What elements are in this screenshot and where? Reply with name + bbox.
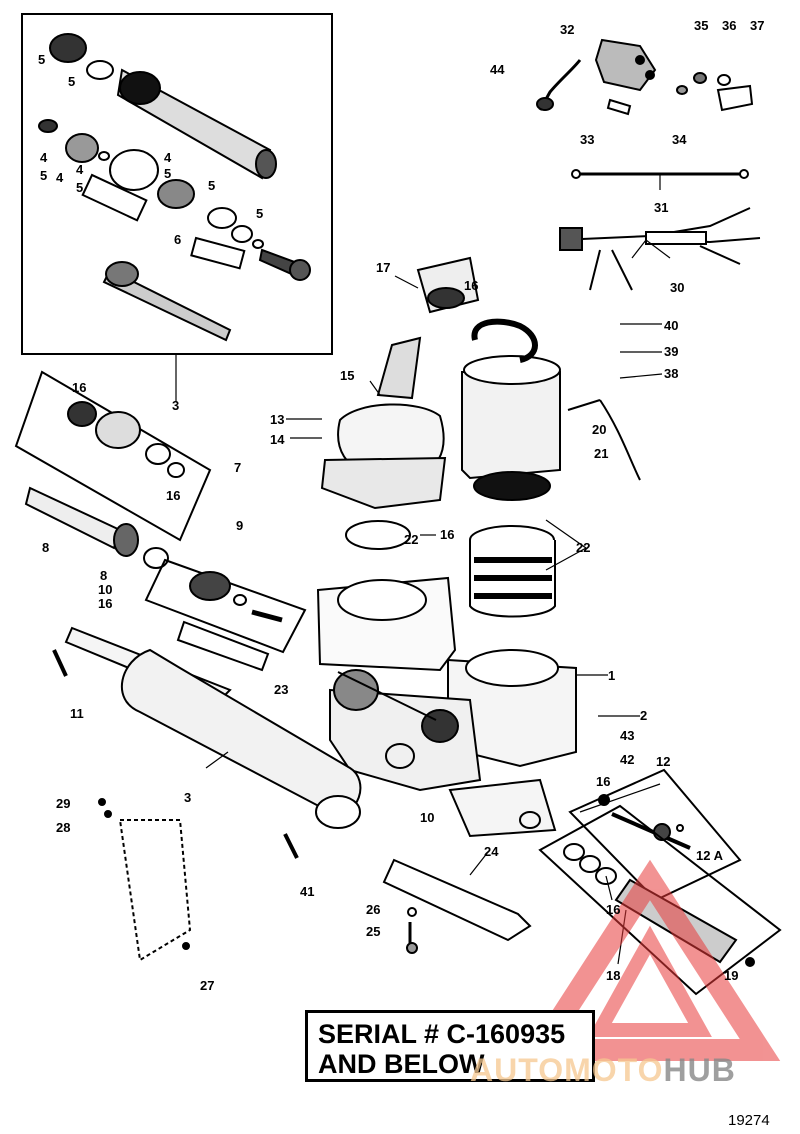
watermark-part-2: MOTO [564, 1052, 664, 1088]
callout: 5 [68, 74, 75, 89]
callout: 27 [200, 978, 214, 993]
callout-labels: 1 2 3 3 4 4 4 4 5 5 5 5 5 5 5 6 7 8 8 9 … [38, 18, 764, 993]
figure-number: 19274 [728, 1112, 770, 1129]
callout: 10 [98, 582, 112, 597]
callout: 41 [300, 884, 314, 899]
callout: 8 [100, 568, 107, 583]
callout: 8 [42, 540, 49, 555]
callout: 30 [670, 280, 684, 295]
callout: 19 [724, 968, 738, 983]
callout: 23 [274, 682, 288, 697]
callout: 33 [580, 132, 594, 147]
callout: 31 [654, 200, 668, 215]
callout: 21 [594, 446, 608, 461]
callout: 29 [56, 796, 70, 811]
serial-line-2: AND BELOW [318, 1049, 485, 1079]
callout: 3 [184, 790, 191, 805]
solenoid-and-harness-group [536, 38, 761, 291]
callout: 22 [404, 532, 418, 547]
callout: 4 [76, 162, 84, 177]
serial-line-1: SERIAL # C-160935 [318, 1019, 566, 1049]
watermark-part-3: HUB [663, 1052, 736, 1088]
callout: 16 [606, 902, 620, 917]
callout: 6 [174, 232, 181, 247]
callout: 5 [164, 166, 171, 181]
trim-cylinder-assembly [14, 370, 362, 962]
callout: 1 [608, 668, 615, 683]
callout: 15 [340, 368, 354, 383]
callout: 5 [38, 52, 45, 67]
callout: 34 [672, 132, 687, 147]
callout: 12 [656, 754, 670, 769]
callout: 39 [664, 344, 678, 359]
callout: 11 [70, 706, 84, 721]
callout: 17 [376, 260, 390, 275]
callout: 26 [366, 902, 380, 917]
callout: 16 [72, 380, 86, 395]
callout: 24 [484, 844, 499, 859]
pump-manifold-assembly [316, 256, 641, 838]
callout: 18 [606, 968, 620, 983]
callout: 13 [270, 412, 284, 427]
callout: 14 [270, 432, 285, 447]
callout: 40 [664, 318, 678, 333]
callout: 25 [366, 924, 380, 939]
watermark-part-1: AUTO [470, 1052, 565, 1088]
callout: 4 [40, 150, 48, 165]
leader-lines [175, 174, 671, 965]
callout: 42 [620, 752, 634, 767]
callout: 3 [172, 398, 179, 413]
callout: 44 [490, 62, 505, 77]
callout: 16 [596, 774, 610, 789]
callout: 10 [420, 810, 434, 825]
callout: 5 [208, 178, 215, 193]
callout: 38 [664, 366, 678, 381]
callout: 36 [722, 18, 736, 33]
callout: 22 [576, 540, 590, 555]
callout: 16 [440, 527, 454, 542]
callout: 16 [464, 278, 478, 293]
callout: 20 [592, 422, 606, 437]
callout: 16 [166, 488, 180, 503]
callout: 2 [640, 708, 647, 723]
callout: 5 [256, 206, 263, 221]
callout: 28 [56, 820, 70, 835]
serial-number-box: SERIAL # C-160935 AND BELOW [305, 1010, 595, 1082]
trim-cylinder-inset [21, 13, 333, 355]
callout: 43 [620, 728, 634, 743]
callout: 12 A [696, 848, 724, 863]
callout: 32 [560, 22, 574, 37]
watermark-logo [519, 859, 781, 1061]
callout: 37 [750, 18, 764, 33]
callout: 5 [76, 180, 83, 195]
watermark-text: AUTOMOTOHUB [470, 1052, 736, 1089]
callout: 4 [56, 170, 64, 185]
callout: 7 [234, 460, 241, 475]
callout: 9 [236, 518, 243, 533]
callout: 4 [164, 150, 172, 165]
callout: 5 [40, 168, 47, 183]
callout: 35 [694, 18, 708, 33]
callout: 16 [98, 596, 112, 611]
